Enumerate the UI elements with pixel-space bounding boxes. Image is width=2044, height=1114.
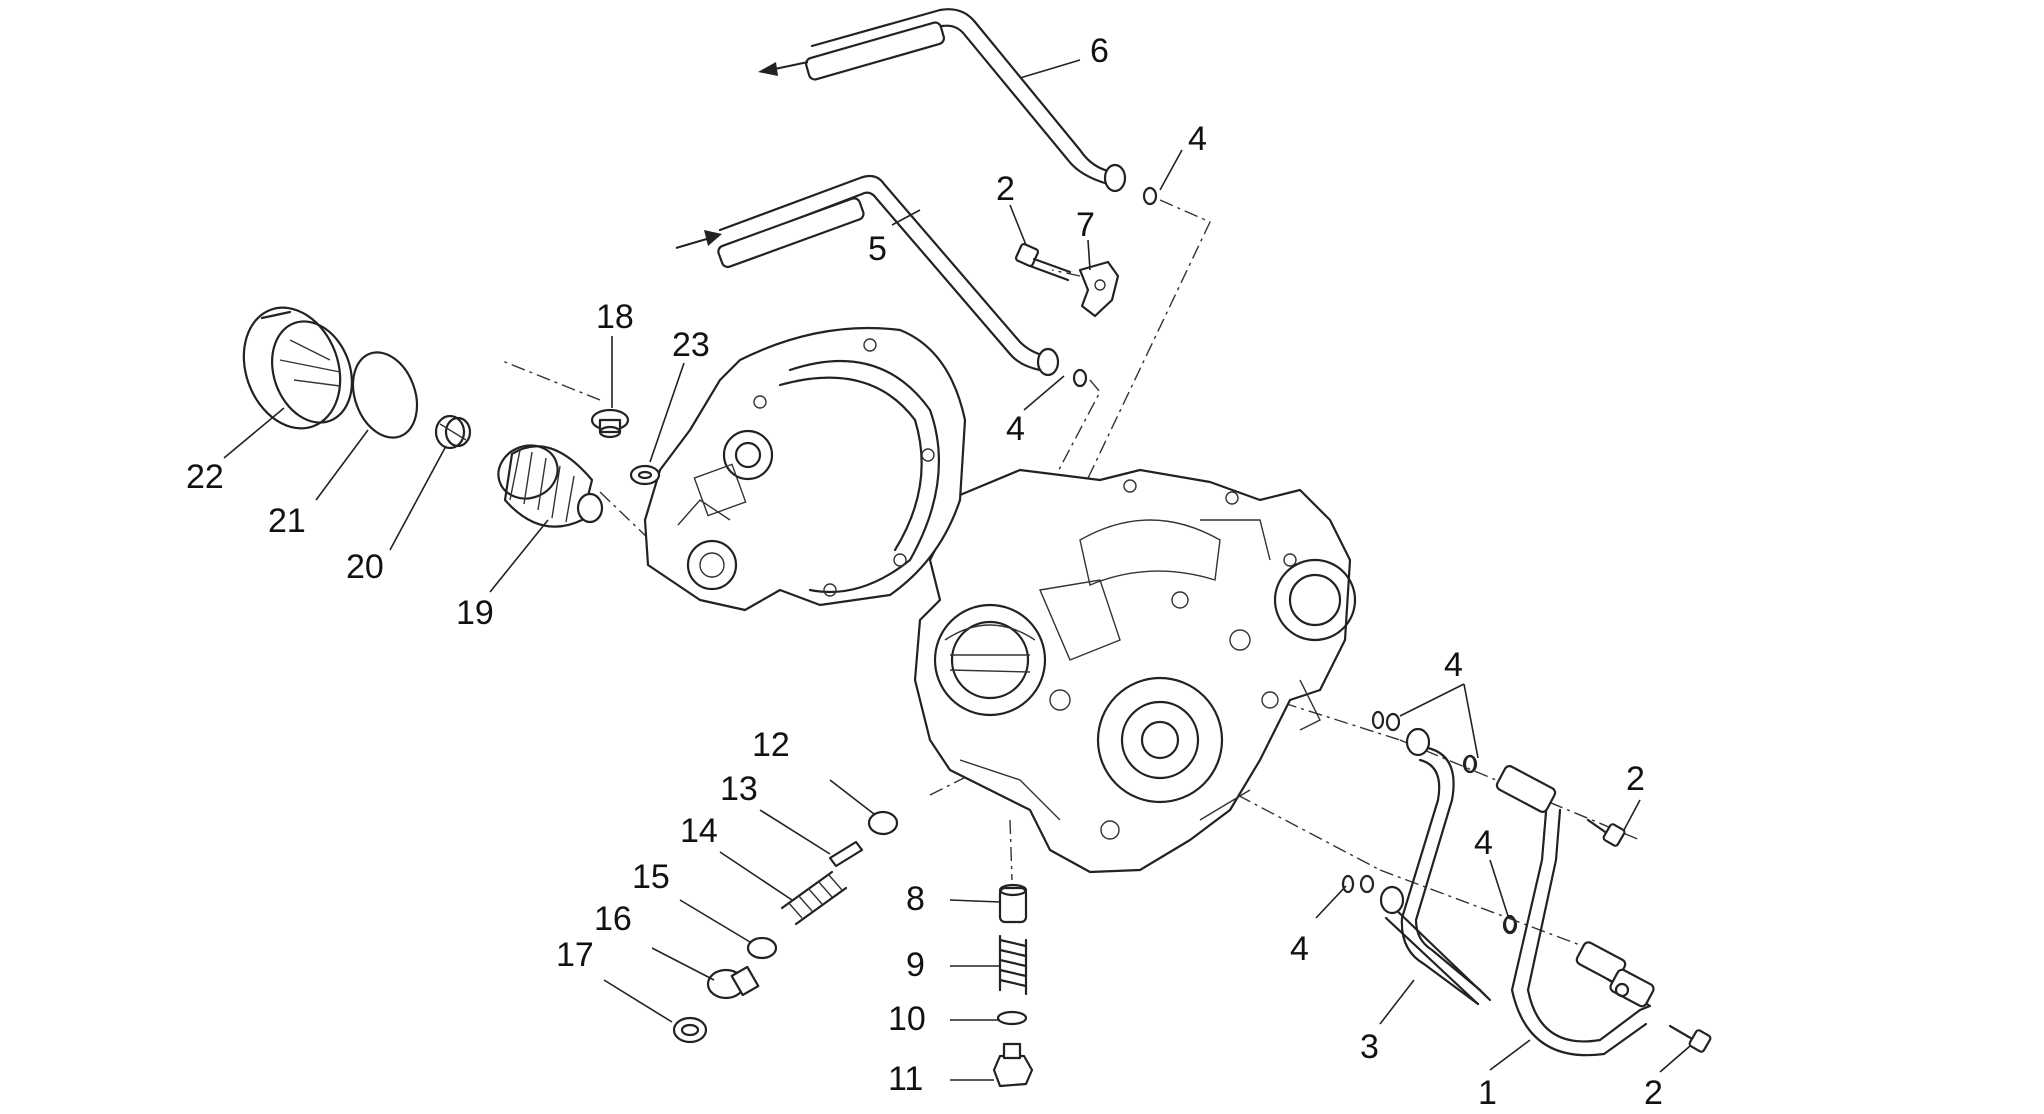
oil-filter-19	[497, 444, 604, 528]
o-ring-4-pipe1	[1341, 710, 1517, 934]
callout-11: 11	[888, 1060, 923, 1098]
callout-20: 20	[346, 548, 384, 586]
engine-crankcase	[913, 468, 1357, 874]
plunger-8	[998, 883, 1028, 924]
callout-18: 18	[596, 298, 634, 336]
filter-cover-22	[242, 306, 353, 430]
pin-13	[828, 840, 864, 868]
side-cover	[643, 326, 967, 612]
callout-10: 10	[888, 1000, 926, 1038]
ring-10	[996, 1010, 1028, 1026]
callout-5: 5	[868, 230, 887, 268]
callout-8: 8	[906, 880, 925, 918]
callout-13: 13	[720, 770, 758, 808]
bolt-2-right-lower	[1668, 1024, 1712, 1053]
callout-12: 12	[752, 726, 790, 764]
flow-arrow-in	[675, 230, 722, 249]
oil-pipe-6	[805, 8, 1158, 206]
callout-2-bottom: 2	[1644, 1074, 1663, 1112]
callout-17: 17	[556, 936, 594, 974]
callout-4-right-top: 4	[1444, 646, 1463, 684]
callout-23: 23	[672, 326, 710, 364]
oil-pipe-5	[717, 174, 1088, 388]
bolt-18	[590, 408, 630, 439]
o-ring-21	[351, 351, 419, 439]
bolt-2-top	[1014, 242, 1072, 282]
callout-19: 19	[456, 594, 494, 632]
spring-20	[434, 414, 472, 450]
callout-2-right: 2	[1626, 760, 1645, 798]
oil-pipe-3	[1359, 712, 1492, 1006]
part-7-plate	[1078, 260, 1120, 318]
callout-15: 15	[632, 858, 670, 896]
ring-15	[746, 936, 778, 960]
callout-7: 7	[1076, 206, 1095, 244]
leader-lines	[223, 59, 1691, 1081]
callout-4-top: 4	[1188, 120, 1207, 158]
washer-17	[672, 1016, 708, 1044]
callout-21: 21	[268, 502, 306, 540]
spring-9	[998, 934, 1028, 996]
valve-12	[867, 810, 899, 836]
spring-14	[780, 870, 848, 926]
callout-22: 22	[186, 458, 224, 496]
callout-14: 14	[680, 812, 718, 850]
flow-arrow-out	[758, 61, 809, 76]
bolt-2-right-upper	[1586, 818, 1626, 847]
callout-3: 3	[1360, 1028, 1379, 1066]
drain-plug-11	[992, 1042, 1034, 1088]
callout-4-right-low: 4	[1290, 930, 1309, 968]
callout-6: 6	[1090, 32, 1109, 70]
washer-23	[629, 464, 661, 486]
callout-9: 9	[906, 946, 925, 984]
callout-numbers: 6 4 2 7 5 4 18 23 22 21 20 19 12 13 14 1…	[186, 32, 1663, 1112]
callout-4-mid: 4	[1006, 410, 1025, 448]
callout-4-right-mid: 4	[1474, 824, 1493, 862]
callout-2-top: 2	[996, 170, 1015, 208]
callout-1: 1	[1478, 1074, 1497, 1112]
callout-16: 16	[594, 900, 632, 938]
plug-16	[706, 965, 760, 1000]
oil-pipe-1	[1462, 754, 1655, 1057]
